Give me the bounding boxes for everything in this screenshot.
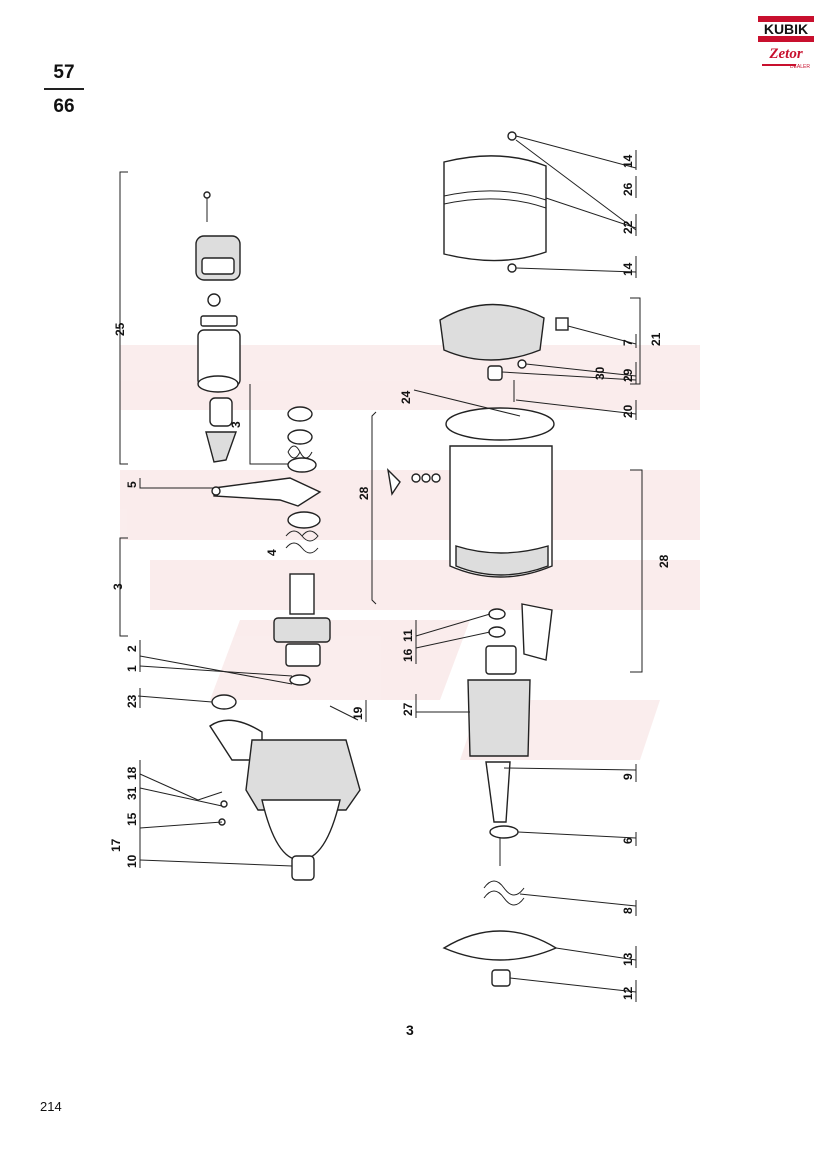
callout-25: 25	[113, 322, 127, 336]
springs-washers-upper	[287, 406, 317, 473]
callout-13: 13	[621, 952, 635, 966]
callout-4: 4	[265, 549, 279, 556]
callout-2: 2	[125, 645, 139, 652]
page-fraction: 57 66	[44, 62, 84, 118]
end-cover	[443, 131, 547, 273]
callout-19: 19	[351, 706, 365, 720]
callout-24: 24	[399, 390, 413, 404]
callout-18: 18	[125, 766, 139, 780]
callout-10: 10	[125, 854, 139, 868]
leader-lines	[119, 135, 643, 993]
callout-1: 1	[125, 665, 139, 672]
callout-5: 5	[125, 481, 139, 488]
solenoid-assembly	[195, 191, 241, 463]
armature	[467, 645, 531, 906]
drive-pinion	[273, 573, 331, 686]
callout-28-left: 28	[357, 486, 371, 500]
callout-15: 15	[125, 812, 139, 826]
callout-23: 23	[125, 694, 139, 708]
callout-6: 6	[621, 837, 635, 844]
callout-21: 21	[649, 332, 663, 346]
fraction-bar	[44, 88, 84, 90]
callout-11: 11	[401, 629, 415, 642]
callout-17: 17	[109, 838, 123, 852]
callout-28-right: 28	[657, 554, 671, 568]
commutator-end-plate	[442, 930, 558, 987]
sheet-number: 3	[406, 1022, 414, 1038]
callout-3-upper: 3	[229, 421, 243, 428]
callout-16: 16	[401, 648, 415, 662]
callout-labels: 25 3 5 4 3 2 1 23 19 18 31 15 17 10 24 2…	[109, 154, 671, 1000]
fork-lever	[211, 477, 322, 507]
logo-brand-sub: DEALER	[790, 64, 810, 70]
callout-27: 27	[401, 702, 415, 716]
watermark	[120, 345, 700, 760]
fraction-bottom: 66	[53, 96, 75, 117]
callout-31: 31	[125, 786, 139, 800]
callout-14-top: 14	[621, 154, 635, 168]
callout-22: 22	[621, 220, 635, 234]
drive-end-housing	[197, 694, 361, 881]
callout-3-lower: 3	[111, 583, 125, 590]
callout-26: 26	[621, 182, 635, 196]
callout-29: 29	[621, 368, 635, 382]
field-frame	[386, 407, 555, 661]
callout-20: 20	[621, 404, 635, 418]
kubik-zetor-logo: KUBIK Zetor DEALER	[758, 16, 814, 70]
springs-washers-lower	[285, 511, 321, 554]
logo-brand-bottom: Zetor	[768, 46, 802, 62]
callout-underlines	[139, 150, 637, 1002]
fraction-top: 57	[53, 62, 75, 83]
logo-brand-top: KUBIK	[764, 21, 808, 37]
callout-9: 9	[621, 773, 635, 780]
brush-holder	[439, 303, 569, 402]
callout-7: 7	[621, 339, 635, 346]
callout-14-lower: 14	[621, 262, 635, 276]
callout-12: 12	[621, 986, 635, 1000]
callout-8: 8	[621, 907, 635, 914]
callout-30: 30	[593, 366, 607, 380]
page-number: 214	[40, 1099, 62, 1114]
